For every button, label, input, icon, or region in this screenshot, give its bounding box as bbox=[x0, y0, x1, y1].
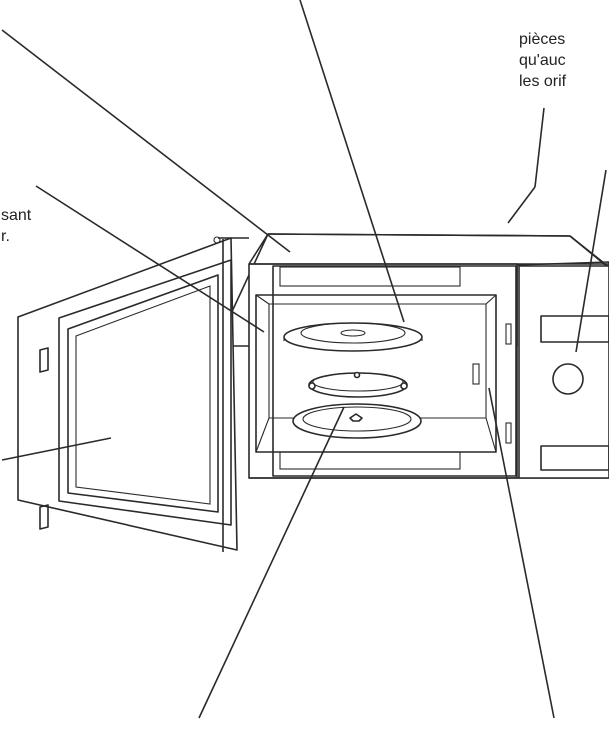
door-latch-lower bbox=[39, 504, 49, 530]
leader-cavity bbox=[35, 185, 265, 333]
door-panel bbox=[17, 237, 238, 551]
label-left-1: sant bbox=[1, 207, 32, 224]
door-hinge-pin bbox=[213, 236, 221, 244]
turntable-base-inner bbox=[302, 406, 412, 432]
label-top-right-3: les orif bbox=[519, 73, 567, 90]
oven-cavity bbox=[255, 265, 517, 477]
leader-roller-ring bbox=[198, 406, 345, 719]
leader-waveguide bbox=[488, 387, 555, 719]
door-window-frame bbox=[58, 259, 232, 526]
leader-door-hinge bbox=[1, 29, 291, 253]
top-vent-strip bbox=[279, 266, 461, 287]
latch-slot-upper bbox=[505, 323, 512, 345]
door-release-button bbox=[540, 445, 609, 471]
cabinet-top-right bbox=[569, 235, 609, 269]
glass-tray-hub bbox=[340, 329, 366, 337]
door-latch-upper bbox=[39, 347, 49, 373]
label-top-right-2: qu'auc bbox=[519, 52, 566, 69]
roller-wheel-left bbox=[308, 382, 316, 390]
label-top-right-1: pièces bbox=[519, 31, 566, 48]
oven-door bbox=[17, 236, 249, 552]
control-panel bbox=[518, 265, 609, 479]
leader-lines bbox=[1, 0, 607, 719]
control-panel-frame bbox=[518, 265, 609, 479]
cavity-corner-bl bbox=[255, 417, 270, 453]
leader-door-window bbox=[1, 437, 112, 461]
cavity-corner-tr bbox=[485, 294, 497, 305]
glass-tray-inner bbox=[300, 322, 406, 344]
label-left-2: r. bbox=[1, 228, 10, 245]
cabinet-edge bbox=[248, 233, 269, 265]
roller-wheel-right bbox=[400, 382, 408, 390]
leader-vents-vertical bbox=[534, 107, 545, 188]
cavity-corner-br bbox=[485, 417, 497, 453]
turntable-coupler bbox=[349, 413, 363, 422]
waveguide-cover bbox=[472, 363, 480, 385]
cabinet-front bbox=[248, 263, 518, 479]
cavity-frame bbox=[272, 265, 517, 477]
leader-control-panel bbox=[575, 169, 607, 353]
latch-slot-lower bbox=[505, 422, 512, 444]
cabinet-top-back bbox=[267, 233, 571, 237]
cavity-corner-tl bbox=[255, 294, 270, 305]
dial-knob bbox=[552, 363, 584, 395]
door-window-glass bbox=[67, 274, 219, 513]
turntable-assembly bbox=[283, 322, 423, 439]
leader-glass-tray bbox=[299, 0, 405, 323]
display-window bbox=[540, 315, 609, 343]
roller-wheel-back bbox=[353, 371, 361, 379]
leader-vents bbox=[507, 186, 536, 224]
door-window-inner bbox=[75, 285, 211, 505]
